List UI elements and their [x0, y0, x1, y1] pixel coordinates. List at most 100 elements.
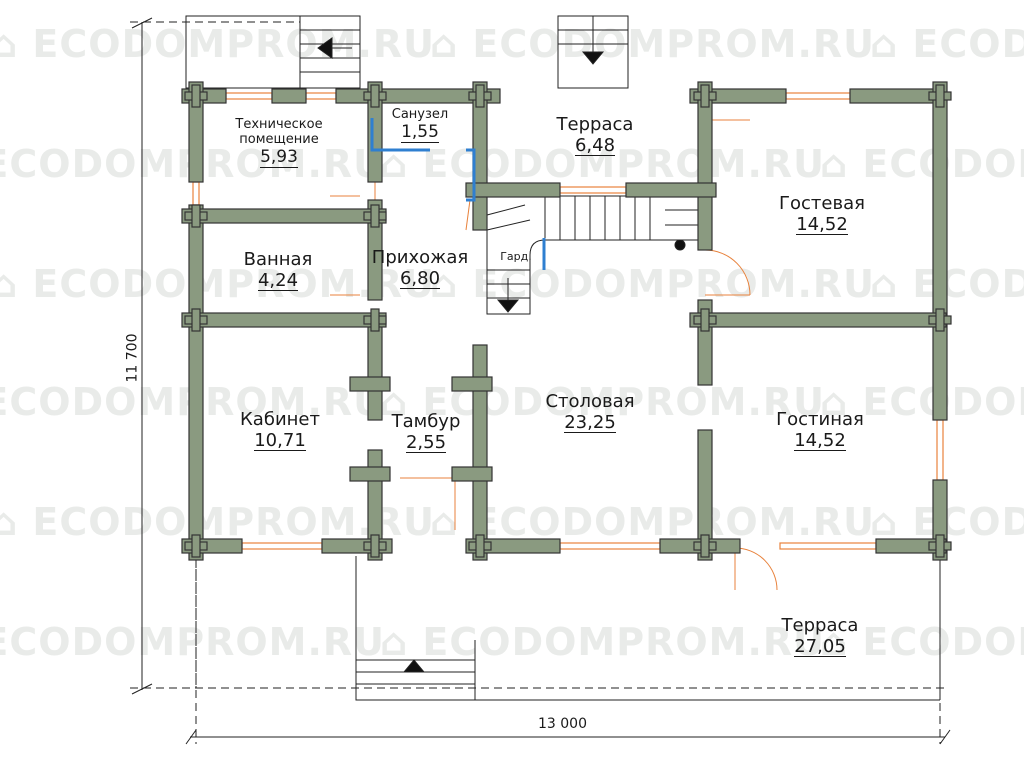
- wall-segment: [191, 204, 201, 228]
- watermark-text: ⌂ ECODOMPROM.RU: [0, 262, 436, 306]
- room-bath: Ванная 4,24: [228, 249, 328, 292]
- watermark-text: ⌂ ECODOMPROM.RU: [820, 142, 1024, 186]
- room-wc: Санузел 1,55: [385, 107, 455, 143]
- room-terrace-bottom-area: 27,05: [794, 635, 846, 658]
- wall-segment: [349, 466, 391, 482]
- wall-segment: [472, 344, 488, 561]
- room-living: Гостиная 14,52: [760, 409, 880, 452]
- window: [785, 92, 851, 100]
- watermark-text: ⌂ ECODOMPROM.RU: [0, 22, 436, 66]
- room-living-area: 14,52: [794, 429, 846, 452]
- room-vestibule-area: 2,55: [405, 431, 447, 454]
- wall-segment: [935, 534, 945, 558]
- room-terrace-bottom: Терраса 27,05: [765, 615, 875, 658]
- wall-segment: [697, 81, 713, 251]
- wall-segment: [349, 376, 391, 392]
- room-tech-name: Техническое помещение: [235, 117, 323, 147]
- wall-segment: [697, 429, 713, 561]
- door-swing: [400, 477, 456, 530]
- room-terrace-top-name: Терраса: [556, 114, 634, 135]
- wall-segment: [191, 308, 201, 332]
- wall-segment: [451, 466, 493, 482]
- wall-segment: [935, 84, 945, 108]
- room-guest-area: 14,52: [796, 213, 848, 236]
- room-tech-area: 5,93: [260, 146, 298, 168]
- window: [305, 92, 337, 100]
- room-dining-name: Столовая: [545, 391, 635, 412]
- room-bath-name: Ванная: [243, 249, 313, 270]
- room-terrace-top: Терраса 6,48: [540, 114, 650, 157]
- window: [192, 181, 200, 206]
- door-swing: [704, 249, 751, 296]
- glass-partitions: [370, 118, 546, 270]
- room-wardrobe: Гард.: [496, 250, 536, 264]
- wall-segment: [367, 319, 383, 421]
- room-vestibule-name: Тамбур: [391, 411, 461, 432]
- wall-segment: [700, 84, 710, 108]
- wall-segment: [689, 312, 947, 328]
- wall-segment: [465, 182, 561, 198]
- wall-segment: [181, 208, 387, 224]
- dimension-width: 13 000: [538, 716, 587, 732]
- wall-segment: [188, 204, 204, 561]
- window: [559, 186, 627, 194]
- room-wardrobe-name: Гард.: [500, 250, 532, 263]
- dimension-height: 11 700: [124, 333, 141, 383]
- room-office-area: 10,71: [254, 429, 306, 452]
- watermark-text: ⌂ ECODOMPROM.RU: [0, 500, 436, 544]
- wall-segment: [700, 534, 710, 558]
- wall-segment: [700, 308, 710, 332]
- porch-top-center: [557, 15, 629, 89]
- wall-segment: [932, 81, 948, 421]
- room-dining: Столовая 23,25: [530, 391, 650, 434]
- room-office: Кабинет 10,71: [225, 409, 335, 452]
- wall-segment: [271, 88, 307, 104]
- watermark-text: ⌂ ECODOMPROM.RU: [870, 22, 1024, 66]
- room-vestibule: Тамбур 2,55: [376, 411, 476, 454]
- wall-segment: [191, 84, 201, 108]
- wall-segment: [370, 308, 380, 332]
- wall-segment: [181, 312, 387, 328]
- room-wc-name: Санузел: [391, 107, 449, 122]
- room-tech: Техническое помещение 5,93: [232, 117, 326, 168]
- room-bath-area: 4,24: [257, 269, 299, 292]
- watermark-text: ⌂ ECODOMPROM.RU: [430, 22, 876, 66]
- watermark-text: ⌂ ECODOMPROM.RU: [430, 500, 876, 544]
- window: [241, 542, 323, 550]
- room-terrace-top-area: 6,48: [574, 134, 616, 157]
- wall-segment: [625, 182, 717, 198]
- watermark-text: ⌂ ECODOMPROM.RU: [380, 142, 826, 186]
- wall-segment: [475, 534, 485, 558]
- wall-segment: [370, 534, 380, 558]
- room-hall: Прихожая 6,80: [362, 247, 478, 290]
- window: [779, 542, 877, 550]
- room-dining-area: 23,25: [564, 411, 616, 434]
- wall-segment: [370, 204, 380, 228]
- room-terrace-bottom-name: Терраса: [781, 615, 859, 636]
- watermark-text: ⌂ ECODOMPROM.RU: [820, 380, 1024, 424]
- room-wc-area: 1,55: [401, 121, 439, 143]
- window: [559, 542, 661, 550]
- porch-top-left: [185, 15, 361, 89]
- room-hall-name: Прихожая: [371, 247, 469, 268]
- room-hall-area: 6,80: [399, 267, 441, 290]
- wall-segment: [191, 534, 201, 558]
- log-walls: [181, 81, 952, 561]
- door-swing: [330, 182, 376, 200]
- door-swing: [465, 199, 471, 231]
- dimension-lines: [130, 17, 951, 745]
- room-guest-name: Гостевая: [779, 193, 865, 214]
- wall-segment: [475, 84, 485, 108]
- wall-segment: [370, 84, 380, 108]
- room-office-name: Кабинет: [240, 409, 320, 430]
- watermark-text: ⌂ ECODOMPROM.RU: [820, 620, 1024, 664]
- terrace-outline: [195, 556, 941, 701]
- door-swing: [734, 547, 778, 591]
- wall-segment: [935, 308, 945, 332]
- watermark-text: ⌂ ECODOMPROM.RU: [0, 620, 386, 664]
- room-guest: Гостевая 14,52: [762, 193, 882, 236]
- watermark-text: ⌂ ECODOMPROM.RU: [380, 620, 826, 664]
- window: [936, 419, 944, 481]
- wall-segment: [451, 376, 493, 392]
